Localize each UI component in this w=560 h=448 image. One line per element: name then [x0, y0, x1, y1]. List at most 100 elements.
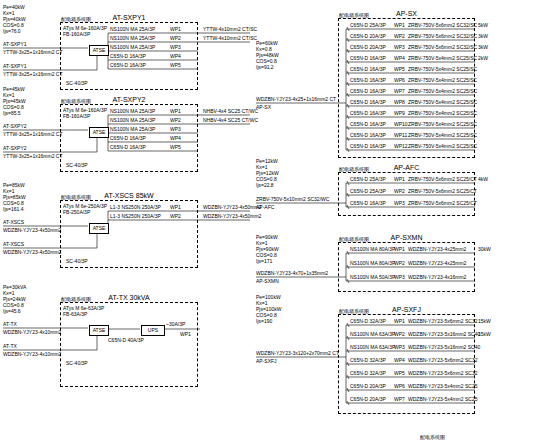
spec-label: NS100N MA 25A/3P — [110, 35, 155, 41]
spec-label: AP-SXFJ — [256, 358, 277, 364]
spec-label: WDZBN-YJY23-4x70+1x35mm2 — [256, 270, 328, 276]
spec-label: YTTW-4x10mm2 CT/SC — [203, 26, 257, 32]
wire — [108, 151, 198, 152]
spec-label: C65N-D 16A/3P — [350, 88, 386, 94]
spec-label: WDZBN-YJY23-4x16mm2 — [408, 274, 466, 280]
spec-label: WDZBN-YJY23-4x25+1x16mm2 CT — [256, 96, 336, 102]
spec-label: Pe=100kW — [256, 294, 281, 300]
spec-label: WP9 — [394, 110, 405, 116]
wire — [347, 38, 349, 42]
switch-box: ATSE — [89, 45, 109, 56]
wire — [346, 73, 475, 74]
spec-label: Pjs=24kW — [3, 296, 26, 302]
spec-label: L1-3 NS250N 250A/3P — [110, 204, 161, 210]
spec-label: 3kW — [478, 44, 488, 50]
spec-label: Pe=85kW — [3, 182, 25, 188]
wire — [347, 115, 349, 119]
wire — [347, 401, 349, 405]
spec-label: C65N-D 16A/3P — [350, 99, 386, 105]
spec-label: WP2 — [394, 260, 405, 266]
spec-label: Ijs=171 — [256, 258, 272, 264]
spec-label: 15kW — [478, 331, 491, 337]
spec-label: WP3 — [394, 274, 405, 280]
spec-label: WP4 — [170, 135, 181, 141]
wire — [347, 251, 349, 255]
wire — [346, 253, 475, 254]
spec-label: WP5 — [394, 370, 405, 376]
wire — [108, 220, 250, 221]
wire — [108, 60, 198, 61]
spec-label: WP5 — [170, 62, 181, 68]
wire — [346, 29, 475, 30]
spec-label: WP3 — [394, 44, 405, 50]
spec-label: NS100N MA 63A/3P — [350, 331, 395, 337]
spec-label: COS=0.8 — [256, 312, 277, 318]
spec-label: Pjs=12kW — [256, 170, 279, 176]
wire — [346, 106, 475, 107]
wire — [346, 51, 475, 52]
spec-label: WDZBN-YJY23-5x4mm2 SC25 — [408, 396, 477, 402]
spec-label: C65N-D 20A/3P — [350, 44, 386, 50]
spec-label: Pjs=85kW — [3, 194, 26, 200]
spec-label: NS100N MA 25A/3P — [110, 26, 155, 32]
spec-label: Pjs=90kW — [256, 246, 279, 252]
wire — [347, 126, 349, 130]
panel-title: AP-AFC — [339, 164, 474, 172]
spec-label: AT-XSCS — [3, 219, 24, 225]
spec-label: WP3 — [394, 200, 405, 206]
spec-label: WDZBN-YJY23-4x50mm2 — [3, 249, 61, 255]
switch-box: ATSE — [89, 127, 109, 138]
spec-label: C65N-D 16A/3P — [110, 53, 146, 59]
spec-label: COS=0.8 — [3, 200, 24, 206]
wire — [3, 130, 88, 131]
spec-label: NS100N MA 80A/3P — [350, 246, 395, 252]
spec-label: YTTW-3x25+1x16mm2 CT — [3, 131, 63, 137]
spec-label: AT-XSCS — [3, 241, 24, 247]
box-label: ATSE — [90, 224, 108, 233]
spec-label: Kx=1 — [256, 240, 268, 246]
spec-label: Ijs=91.2 — [256, 64, 274, 70]
panel-title: AP-SXMN — [339, 234, 474, 242]
wire — [108, 33, 250, 34]
wire — [347, 336, 349, 340]
box-label: ATSE — [90, 128, 108, 137]
panel-heading: 配电箱系统图 — [339, 236, 369, 242]
spec-label: SC-40/3P — [66, 360, 88, 366]
spec-label: WP2 — [394, 33, 405, 39]
spec-label: C65N-D 25A/3P — [350, 22, 386, 28]
wire — [346, 195, 475, 196]
panel-title: AT-TX 30kVA — [61, 294, 197, 302]
spec-label: WP3 — [170, 126, 181, 132]
spec-label: NS100N MA 25A/3P — [110, 108, 155, 114]
spec-label: WDZBN-YJY23-4x50mm2 — [3, 227, 61, 233]
spec-label: 15kW — [478, 318, 491, 324]
wire — [108, 115, 250, 116]
spec-label: ~30A/3P — [166, 321, 185, 327]
spec-label: NS100N MA 25A/3P — [110, 44, 155, 50]
spec-label: ZRBV-750V-5x6mm2 SC25/CT — [408, 188, 477, 194]
spec-label: WP11 — [394, 132, 407, 138]
wire — [346, 207, 475, 208]
spec-label: AT-SXPY2 — [3, 145, 27, 151]
wire — [346, 267, 475, 268]
spec-label: C65N-D 25A/3P — [350, 176, 386, 182]
spec-label: C65N-D 32A/3P — [350, 318, 386, 324]
spec-label: AP-AFC — [256, 204, 274, 210]
spec-label: WP2 — [170, 213, 181, 219]
panel-title: AP-SX — [339, 10, 474, 18]
box-label: ATSE — [90, 46, 108, 55]
spec-label: Pjs=45kW — [3, 98, 26, 104]
wire — [346, 377, 475, 378]
wire — [347, 148, 349, 152]
wire — [108, 69, 198, 70]
panel-title: AT-SXPY2 — [61, 96, 197, 104]
spec-label: SC-40/3P — [66, 80, 88, 86]
wire — [162, 329, 200, 330]
switch-box: ATSE — [89, 325, 109, 336]
spec-label: WP1 — [170, 204, 181, 210]
spec-label: YTTW-4x10mm2 CT/SC — [203, 35, 257, 41]
wire — [346, 351, 475, 352]
wire — [346, 150, 475, 151]
wire — [346, 183, 475, 184]
wire — [346, 95, 475, 96]
